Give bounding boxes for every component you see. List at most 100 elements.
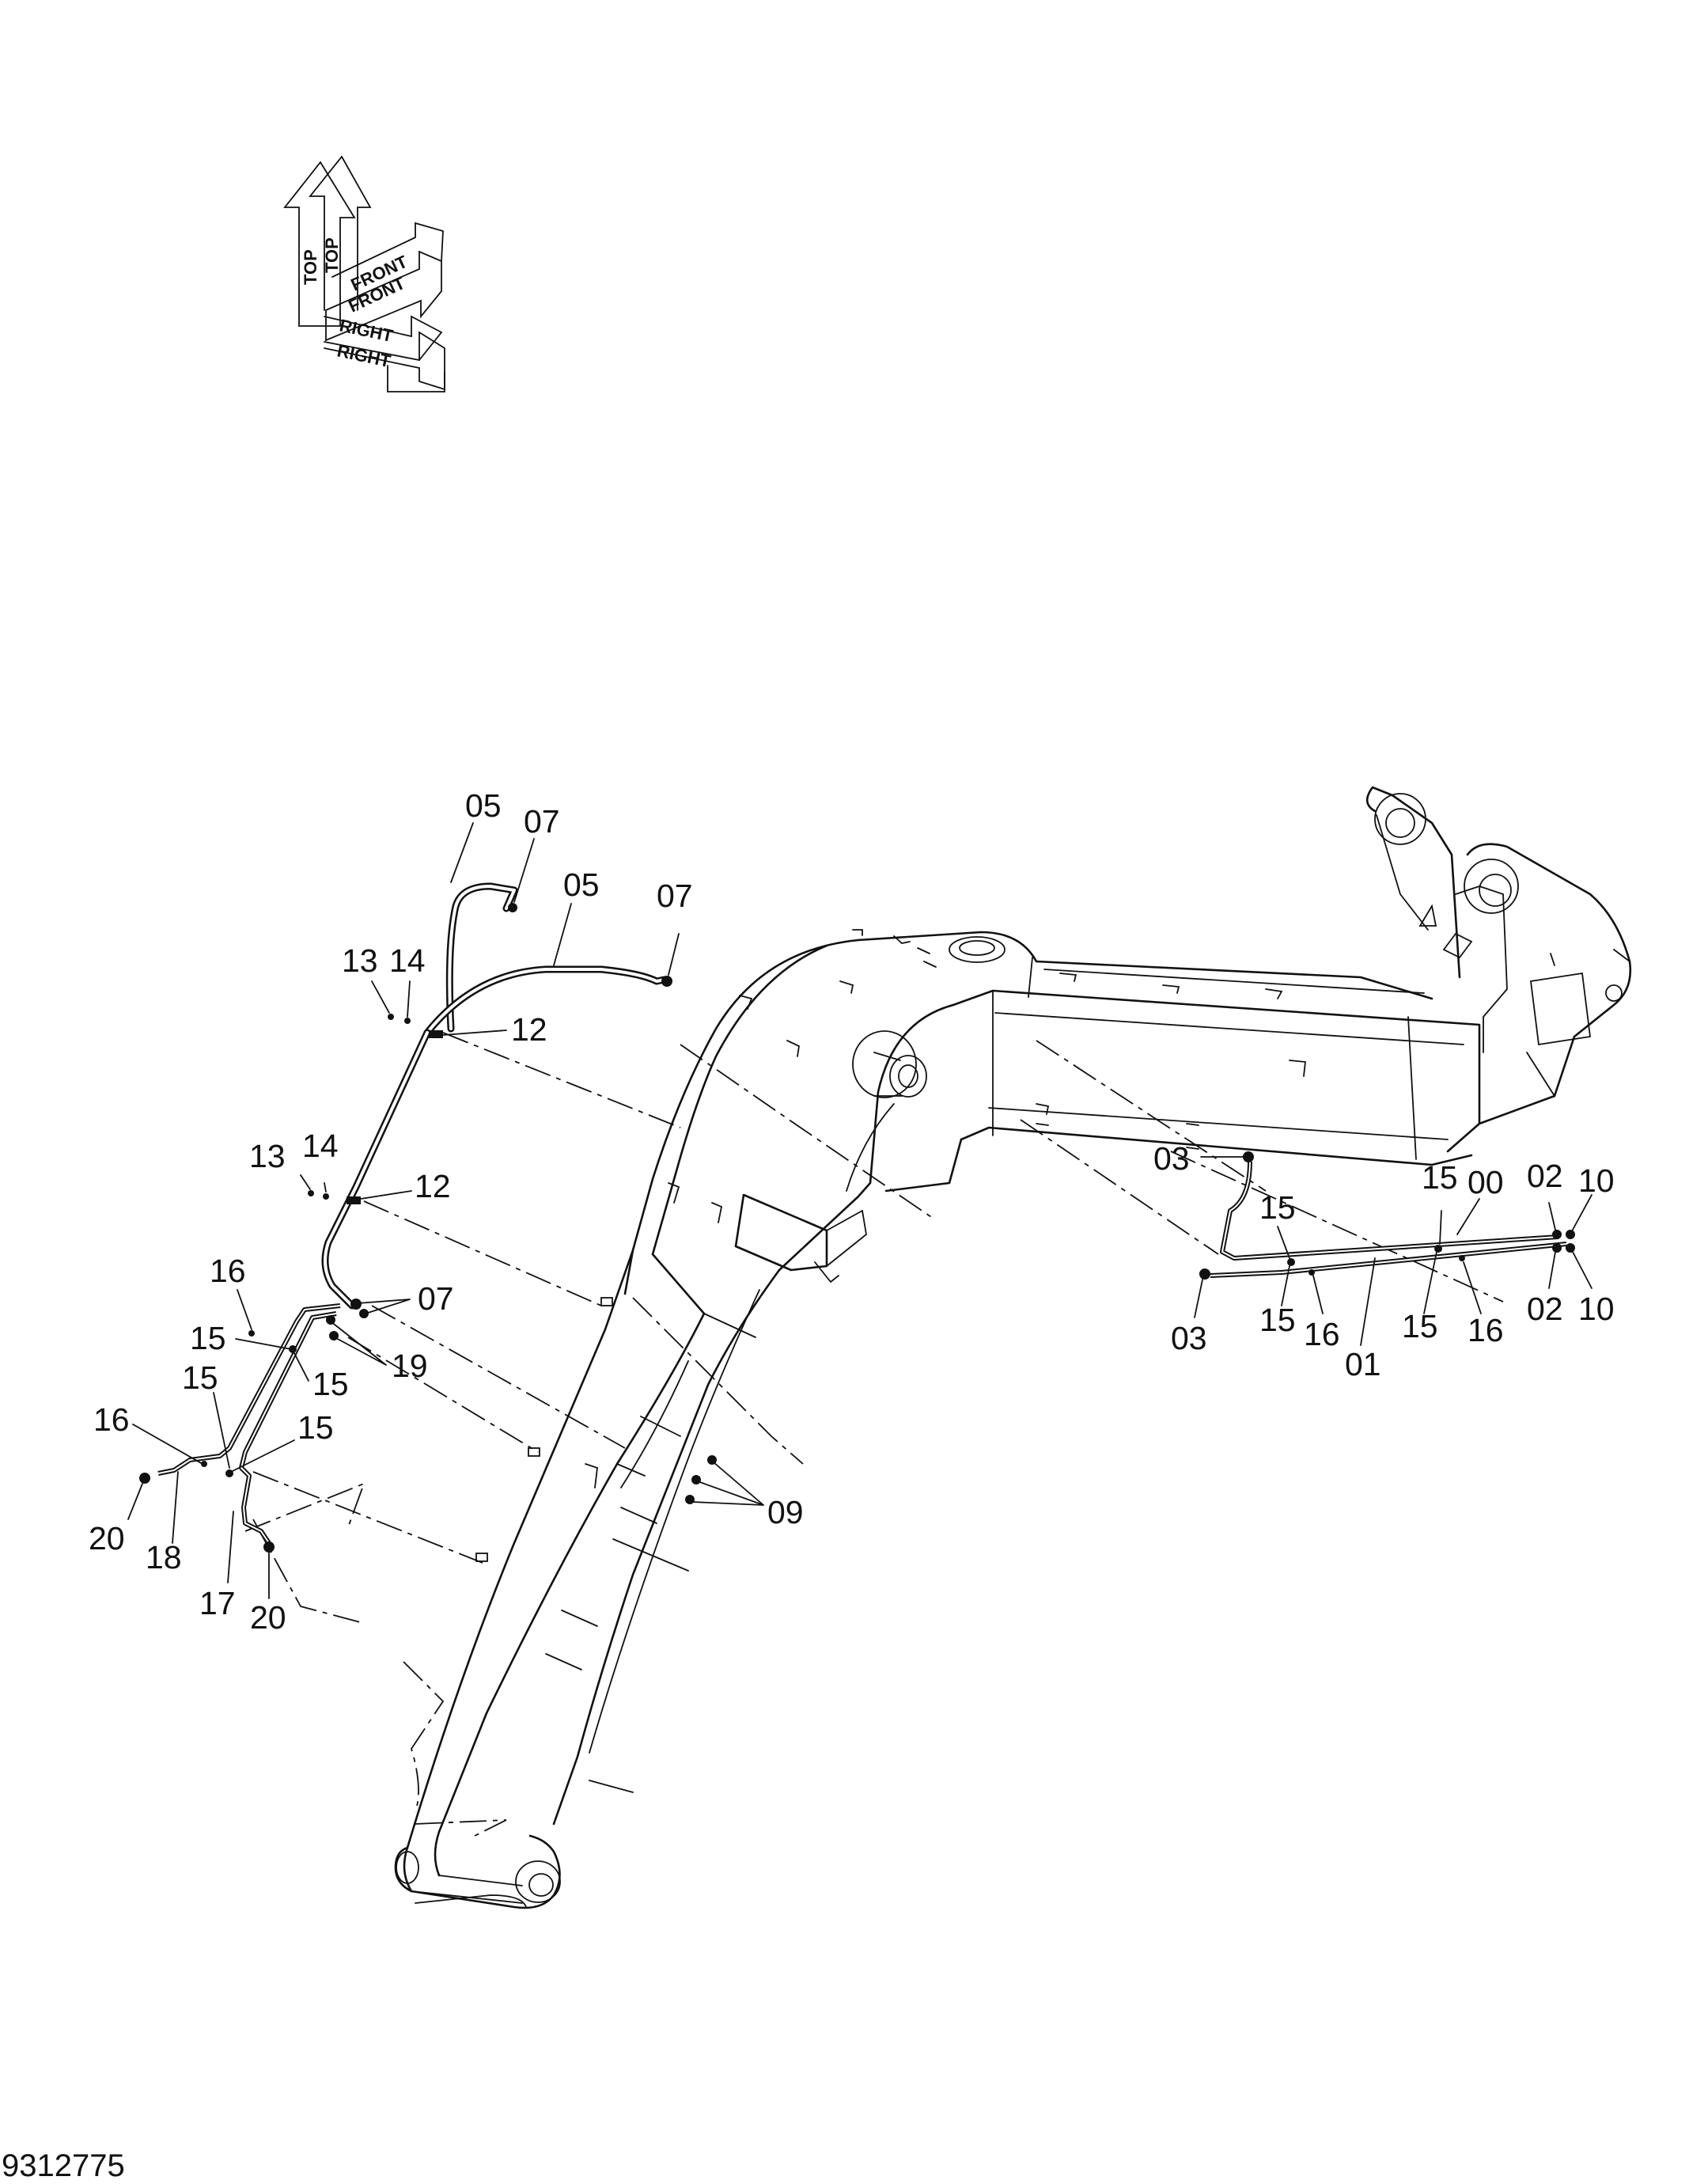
boom-foot-plate-detail [1376,814,1630,966]
boom-upper-panel [988,1012,1464,1140]
fitting-19a [326,1315,335,1325]
top-label-shadow: TOP [322,237,342,273]
clamp-12b [347,1196,361,1204]
leader-10b [1572,1251,1592,1289]
leader-01 [1360,1257,1376,1346]
boom-cyl-pin-shaft [873,1052,903,1097]
callout-15c: 15 [312,1366,349,1402]
nut-20b [263,1541,275,1553]
boom-mark-a [1036,1103,1199,1126]
boom-cyl-pin-cap [898,1064,918,1088]
leader-13a [371,980,390,1014]
front-arrow-back [325,250,442,342]
boom-foot-bottom [1526,1036,1575,1098]
callout-07b: 07 [657,878,693,914]
clamp-12a [429,1030,443,1038]
leader-03b [1194,1279,1203,1318]
washer-14b [323,1193,329,1200]
hose-05a [445,882,518,1033]
boom-nose-pin-inner [528,1873,554,1897]
leader-15a [235,1338,292,1350]
callout-15d: 15 [297,1409,334,1446]
clip-16b [201,1461,207,1467]
callout-15e: 15 [1259,1189,1296,1226]
callout-16b: 16 [93,1401,130,1438]
boom-nose-pin [515,1860,561,1903]
leader-16c [1312,1275,1324,1314]
boom-cyl-pin [889,1055,927,1098]
pipe-lower-a-in [157,1305,341,1474]
callout-10b: 10 [1578,1291,1615,1327]
leader-12a [442,1029,507,1036]
callout-15f: 15 [1422,1159,1458,1196]
boom-body-web [616,1416,681,1524]
nut-20a [139,1473,150,1484]
dash-clamp-12a [442,1032,681,1128]
dash-nose-v [403,1661,445,1813]
washer-14a [404,1018,411,1024]
leader-12b [360,1190,412,1200]
boom-cyl-boss [852,1030,917,1098]
boom-body-plate-line [589,1289,760,1754]
hose-main [321,1029,431,1310]
callout-13b: 13 [249,1138,286,1174]
boom-bracket-box [734,1193,828,1272]
top-arrow-front [309,155,372,311]
leader-07c [357,1299,411,1314]
boss-block-c [600,1297,613,1306]
boom-slots [585,929,937,1488]
leader-15g [1281,1265,1290,1306]
plug-09c [685,1495,695,1504]
top-arrow-back [283,161,356,327]
boom-foot-right-plate [1466,843,1632,1125]
dash-boom-top [680,1044,934,1219]
clamp-15a [289,1345,297,1353]
clamp-15f [1434,1245,1442,1253]
leader-05b [553,903,572,966]
callout-20b: 20 [250,1599,286,1636]
boom-bracket-box-tab [814,1261,839,1283]
pipe-lower-b-in [240,1313,337,1544]
boom-upper-slots [1036,973,1306,1150]
fitting-02a [1552,1230,1562,1239]
right-arrow-front [324,315,443,361]
callout-09: 09 [767,1494,804,1530]
fitting-02b [1552,1243,1562,1253]
hose-05a-in [448,885,516,1030]
callout-19: 19 [392,1348,428,1384]
boom-foot-pad [1529,972,1592,1046]
boom-foot-plate-slot [1418,904,1473,959]
leader-15e [1277,1226,1290,1259]
callout-02a: 02 [1527,1158,1563,1194]
boom-body-web-2 [545,1610,598,1670]
callout-07a: 07 [524,803,560,840]
leader-07a [513,838,535,903]
leader-16a [237,1289,252,1330]
callout-18: 18 [146,1539,182,1575]
callout-20a: 20 [89,1520,125,1556]
fitting-10a [1566,1230,1575,1239]
leader-20a [127,1483,143,1520]
callout-02b: 02 [1527,1291,1563,1327]
callout-labels: 05 07 05 07 13 14 12 13 14 12 07 16 15 1… [89,787,1615,1636]
boom-top-boss-inner [959,940,995,956]
front-arrow-front [331,222,444,278]
leader-17 [227,1511,234,1583]
callout-14b: 14 [302,1128,339,1164]
boom-upper-front-edge [952,989,1481,1153]
nose-line [415,1894,527,1908]
dash-fit-19 [347,1337,539,1453]
leader-14a [407,980,411,1018]
boom-bend-top-face [651,944,828,1256]
callout-16c: 16 [1304,1316,1340,1352]
boom-foot-bolt [1605,984,1623,1002]
leader-13b [300,1174,311,1190]
bolt-13b [308,1190,314,1196]
dash-fit-07 [371,1305,626,1449]
boom-bracket-box-side [826,1209,867,1267]
leader-00 [1456,1198,1480,1235]
callout-17: 17 [199,1585,236,1621]
hose-05b-in [426,968,666,1034]
hose-main-in [324,1031,429,1307]
callout-12a: 12 [511,1011,547,1048]
